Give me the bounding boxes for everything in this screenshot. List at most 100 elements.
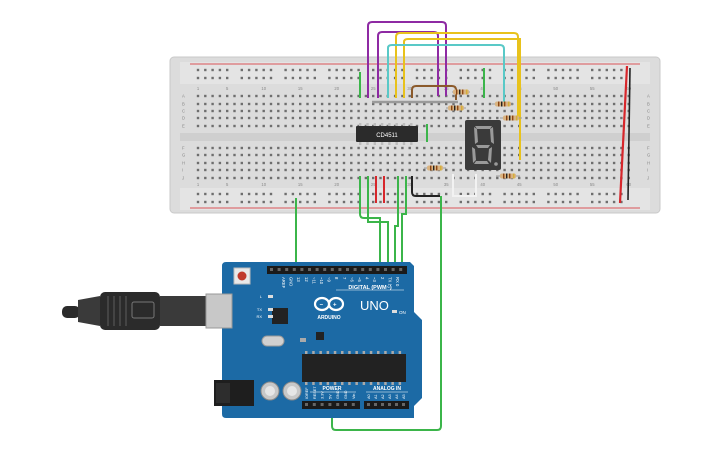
row-letter: E — [647, 124, 650, 129]
column-number: 5 — [226, 86, 229, 91]
power-pin-label: 3.3V — [321, 391, 325, 399]
wire-brown-loop[interactable] — [411, 85, 457, 100]
status-led — [268, 308, 273, 311]
digital-pin-label: ~11 — [311, 277, 316, 284]
power-pin-label: GND — [336, 390, 340, 399]
row-letter: C — [182, 109, 185, 114]
digital-label: DIGITAL (PWM~) — [348, 285, 392, 291]
resistor[interactable] — [453, 89, 469, 95]
digital-pin-label: AREF — [281, 277, 286, 289]
on-led — [392, 310, 397, 313]
wire-black-ground[interactable] — [411, 176, 440, 197]
seven-segment-display[interactable] — [465, 120, 501, 170]
led-label: TX — [257, 307, 262, 312]
analog-pin-label: A5 — [402, 394, 406, 399]
wire-cyan-loop[interactable] — [387, 44, 505, 104]
ic-cd4511[interactable]: CD4511 — [356, 123, 418, 145]
power-label: POWER — [323, 386, 342, 392]
wire-green-bundle[interactable] — [295, 176, 407, 268]
row-letter: B — [647, 102, 650, 107]
row-letter: A — [182, 94, 185, 99]
analog-pin-label: A3 — [388, 394, 392, 399]
row-letter: G — [647, 153, 650, 158]
row-letter: D — [647, 116, 650, 121]
reset-button-icon — [237, 271, 247, 281]
resistor[interactable] — [500, 173, 516, 179]
row-letter: F — [182, 146, 185, 151]
atmega-chip — [302, 354, 406, 382]
power-pin-label: 5V — [328, 394, 332, 399]
row-letter: J — [182, 176, 184, 181]
crystal-oscillator — [261, 335, 285, 347]
row-letter: I — [182, 168, 183, 173]
digital-pin-label: ~3 — [372, 277, 377, 282]
wire-yellow-loop[interactable] — [395, 32, 521, 160]
power-pin-label: IOREF — [305, 387, 309, 399]
column-number: 1 — [197, 182, 200, 187]
column-number: 25 — [371, 86, 376, 91]
digital-header[interactable] — [267, 266, 407, 274]
column-number: 25 — [371, 182, 376, 187]
arduino-brand-label: ARDUINO — [317, 315, 340, 321]
analog-pin-label: A2 — [381, 394, 385, 399]
column-number: 30 — [407, 182, 412, 187]
wire-red-short[interactable] — [375, 176, 385, 203]
uno-label: UNO — [360, 298, 389, 313]
column-number: 5 — [226, 182, 229, 187]
ic-label: CD4511 — [376, 133, 398, 139]
arduino-logo-icon — [313, 296, 345, 312]
wire-red-rail[interactable] — [618, 65, 629, 204]
resistor[interactable] — [503, 115, 519, 121]
digital-pin-label: GND — [289, 277, 294, 286]
column-number: 50 — [553, 86, 558, 91]
column-number: 45 — [517, 182, 522, 187]
svg-text:+: + — [333, 303, 337, 309]
row-letter: F — [647, 146, 650, 151]
row-letter: J — [647, 176, 649, 181]
digital-pin-label: 12 — [304, 277, 309, 282]
power-pin-label: GND — [344, 390, 348, 399]
led-label: L — [260, 294, 263, 299]
row-letter: H — [647, 161, 650, 166]
digital-pin-label: 8 — [334, 277, 339, 280]
wire-black-rail[interactable] — [627, 67, 631, 201]
on-label: ON — [399, 310, 406, 315]
breadboard-holes — [196, 68, 630, 204]
analog-label: ANALOG IN — [373, 386, 401, 392]
row-letter: A — [647, 94, 650, 99]
resistors — [424, 89, 522, 179]
analog-header[interactable] — [364, 401, 409, 409]
status-led — [268, 315, 273, 318]
analog-pin-label: A0 — [367, 394, 371, 399]
column-number: 35 — [444, 182, 449, 187]
seven-segment-digit — [472, 126, 498, 166]
resistor[interactable] — [495, 101, 511, 107]
row-letter: C — [647, 109, 650, 114]
wire-white-connectors[interactable] — [452, 174, 477, 197]
usb-port — [205, 293, 233, 329]
column-number: 30 — [407, 86, 412, 91]
breadboard[interactable]: 1155101015152020252530303535404045455050… — [169, 56, 661, 214]
wire-green-power-loop[interactable] — [331, 196, 442, 431]
digital-pin-label: 13 — [296, 277, 301, 282]
analog-pin-label: A4 — [395, 394, 399, 399]
resistor[interactable] — [427, 165, 443, 171]
digital-pin-label: ~6 — [349, 277, 354, 282]
digital-pin-label: 4 — [365, 277, 370, 280]
usb-plug-icon — [131, 301, 155, 319]
digital-pin-label: ~9 — [327, 277, 332, 282]
row-letter: H — [182, 161, 185, 166]
usb-chip — [272, 308, 288, 324]
digital-pin-label: RX 0 — [395, 277, 400, 287]
resistor[interactable] — [448, 105, 464, 111]
power-pin-label: RESET — [313, 386, 317, 399]
column-number: 1 — [197, 86, 200, 91]
column-number: 55 — [590, 182, 595, 187]
status-led — [268, 295, 273, 298]
power-pin-label: Vin — [352, 394, 356, 399]
column-number: 10 — [261, 182, 266, 187]
led-label: RX — [256, 314, 262, 319]
